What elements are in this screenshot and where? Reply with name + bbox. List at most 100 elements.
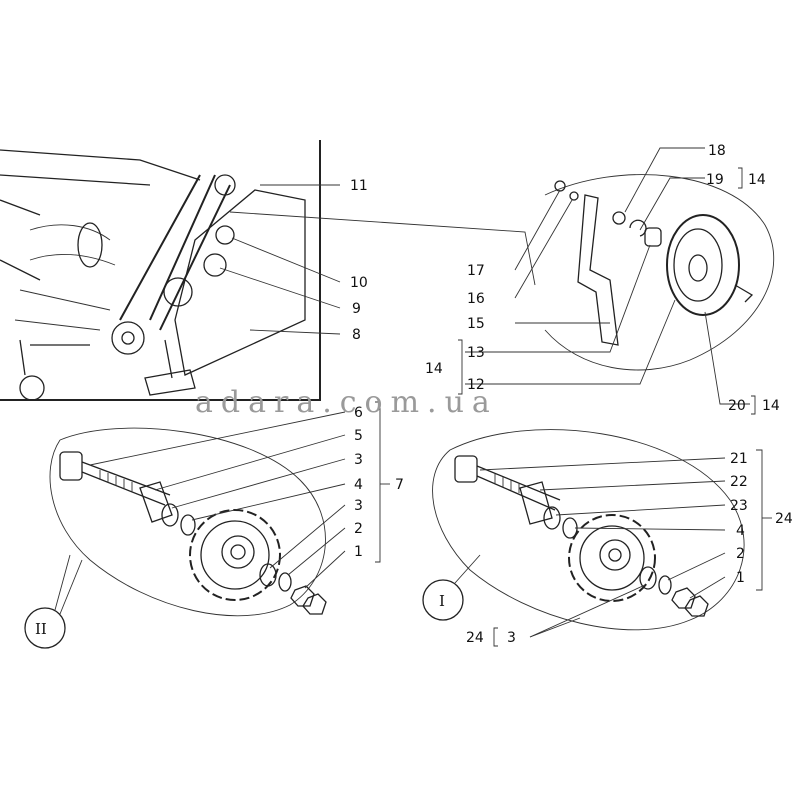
bushing-12 [644,227,662,247]
leader-1 [304,550,346,589]
plate-5 [139,481,173,523]
top-pulley [214,174,236,196]
bracket-15 [577,194,619,346]
bracket-20-14 [751,395,756,415]
machine-frame-lines [0,149,201,281]
bracket-14 [458,339,463,395]
leader-3a [171,458,346,509]
link-line [229,211,536,286]
label-II-2: 2 [354,521,363,537]
sprocket-assembly-II [24,401,390,649]
label-19-group: 14 [748,172,766,188]
bearing-4 [180,514,196,536]
label-II-6: 6 [354,405,363,421]
bolt-20 [734,284,754,303]
leader-13 [465,244,651,353]
leader-3b [269,504,346,569]
leader-2-I [667,552,726,581]
label-II-1: 1 [354,544,363,560]
bracket-24-3 [493,627,498,647]
sprocket-body [200,520,270,590]
label-I-1: 1 [736,570,745,586]
belt-guard [174,189,306,376]
label-I-24b: 24 [466,630,484,646]
pulley-outline-ellipse [544,174,775,371]
callout-labels: 18 19 14 11 10 9 8 17 16 15 13 12 14 20 … [35,143,793,646]
plate-22 [519,481,553,525]
leader-3-I-b [529,584,646,638]
washer-2 [278,572,292,592]
leader-23 [555,504,726,516]
label-15: 15 [467,316,485,332]
overview-frame [0,140,321,401]
bolt-head-21 [454,455,478,483]
label-II-7: 7 [395,477,404,493]
view-marker-I [422,579,464,621]
label-II-4: 4 [354,477,363,493]
label-13: 13 [467,345,485,361]
label-II-3a: 3 [354,452,363,468]
leader-12 [465,299,676,385]
auger-lines [14,224,116,331]
nut-17 [554,180,566,192]
leader-18 [624,147,705,213]
assembly-II-outline [49,427,326,617]
view-label-I: I [439,592,445,610]
label-10: 10 [350,275,368,291]
leader-2 [287,527,346,576]
watermark: adara.com.ua [195,385,498,420]
ground-wheel [19,375,45,401]
auger-end [77,222,103,268]
leader-17 [514,189,561,271]
leader-10 [231,237,341,283]
leader-1-I [689,576,726,599]
nut-1b-I [684,595,709,617]
label-20-group: 14 [762,398,780,414]
label-II-5: 5 [354,428,363,444]
label-20: 20 [728,398,746,414]
bracket-24 [756,449,763,591]
sprocket-assembly-I [422,429,772,647]
label-8: 8 [352,327,361,343]
bolt-thread [99,470,133,492]
pulley-inner-rim [673,228,723,302]
sprocket-teeth [189,509,281,601]
label-11: 11 [350,178,368,194]
sprocket-bore [230,544,246,560]
label-I-2: 2 [736,546,745,562]
sprocket-body-I [579,525,645,591]
spacer-3b [259,563,277,587]
spacer-3-I [639,566,657,590]
marker-II-leader-b [59,559,83,615]
leader-22 [539,480,726,491]
pulley-assembly [458,147,775,415]
nut-1a [290,585,315,607]
bolt-head-6 [59,451,83,481]
label-14-group: 14 [425,361,443,377]
sprocket-hub [221,535,255,569]
leader-3-I-a [529,617,581,638]
leader-4 [191,483,346,521]
label-I-23: 23 [730,498,748,514]
support-stand [144,339,196,396]
label-I-22: 22 [730,474,748,490]
washer-23 [543,506,561,530]
assembly-I-outline [432,429,745,631]
label-I-4: 4 [736,523,745,539]
main-pulley [111,321,145,355]
marker-II-leader-a [54,554,71,611]
pulley-13 [666,214,740,316]
label-16: 16 [467,291,485,307]
leader-8 [249,329,341,335]
leader-6 [89,411,346,466]
marker-I-leader [454,554,481,584]
label-9: 9 [352,301,361,317]
label-II-3b: 3 [354,498,363,514]
washer-3a [161,503,179,527]
pulley-9 [203,253,227,277]
label-17: 17 [467,263,485,279]
leader-19 [639,177,705,231]
nut-1a-I [671,587,696,609]
